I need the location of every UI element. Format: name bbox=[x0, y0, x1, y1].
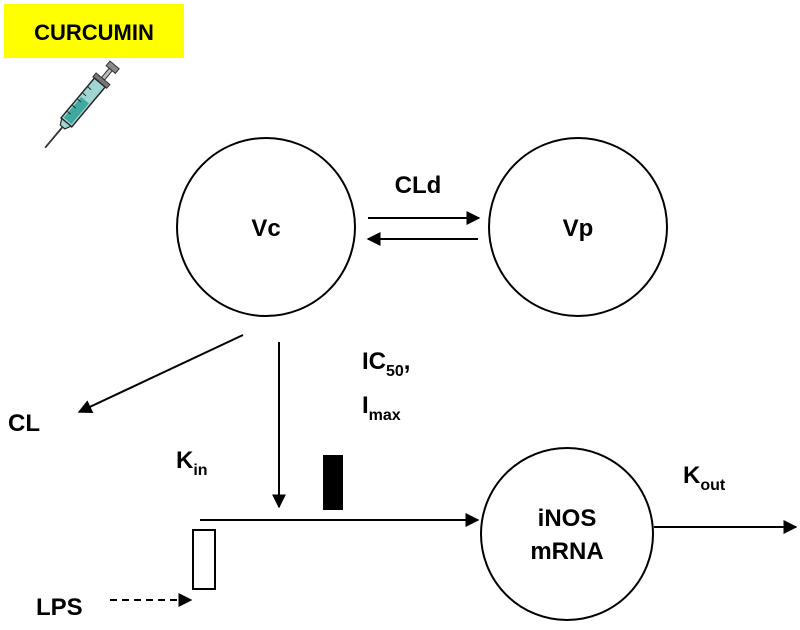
kin-label: Kin bbox=[176, 447, 208, 479]
inhibition-block bbox=[323, 455, 343, 510]
peripheral-compartment-label: Vp bbox=[563, 215, 594, 242]
cld-label: CLd bbox=[395, 172, 442, 199]
imax-label: Imax bbox=[362, 392, 401, 424]
inos-label: iNOS bbox=[538, 505, 597, 532]
peripheral-compartment bbox=[488, 137, 668, 317]
mrna-label: mRNA bbox=[530, 538, 603, 565]
central-compartment bbox=[176, 137, 356, 317]
central-compartment-label: Vc bbox=[251, 215, 280, 242]
inos-mrna-compartment bbox=[480, 447, 654, 621]
lps-label: LPS bbox=[36, 594, 83, 621]
cl-label: CL bbox=[8, 410, 40, 437]
syringe-icon bbox=[44, 60, 120, 149]
clearance-arrow bbox=[77, 334, 244, 413]
kout-label: Kout bbox=[683, 462, 726, 494]
stimulation-block bbox=[192, 529, 216, 590]
ic50-label: IC50, bbox=[362, 348, 410, 380]
curcumin-highlight bbox=[4, 4, 184, 58]
curcumin-label: CURCUMIN bbox=[34, 20, 154, 45]
